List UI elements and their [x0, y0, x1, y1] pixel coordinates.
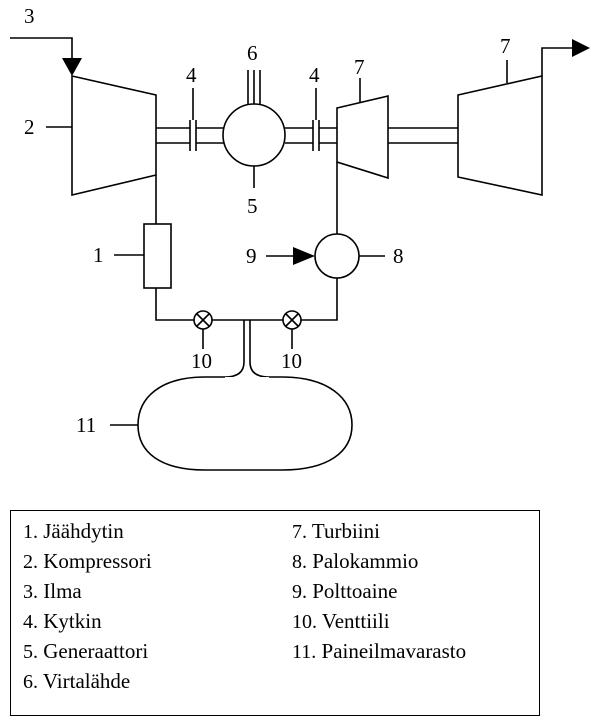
- air-inlet-arrow: [62, 58, 82, 76]
- legend-item-9: 9. Polttoaine: [292, 579, 398, 603]
- cooler: [143, 223, 172, 289]
- cooler-to-valve-1: [155, 288, 195, 321]
- turbine-1: [336, 94, 389, 180]
- storage-connection-left: [224, 320, 245, 378]
- legend-item-2: 2. Kompressori: [23, 549, 152, 573]
- valve-1-x2: [196, 313, 210, 327]
- legend: 1. Jäähdytin 2. Kompressori 3. Ilma 4. K…: [10, 510, 540, 716]
- exhaust-line: [541, 47, 574, 76]
- fuel-arrow: [293, 247, 315, 265]
- label-9: 9: [246, 244, 257, 268]
- legend-item-6: 6. Virtalähde: [23, 669, 131, 693]
- compressor: [71, 74, 157, 197]
- compressed-air-storage: [137, 376, 353, 471]
- label-6: 6: [247, 41, 258, 65]
- label-7a: 7: [354, 55, 365, 79]
- legend-item-11: 11. Paineilmavarasto: [292, 639, 467, 663]
- label-3: 3: [24, 4, 35, 28]
- legend-item-7: 7. Turbiini: [292, 519, 380, 543]
- label-7b: 7: [500, 34, 511, 58]
- legend-item-10: 10. Venttiili: [292, 609, 390, 633]
- legend-item-4: 4. Kytkin: [23, 609, 102, 633]
- legend-item-5: 5. Generaattori: [23, 639, 149, 663]
- label-10a: 10: [191, 349, 212, 373]
- label-2: 2: [24, 115, 35, 139]
- label-8: 8: [393, 244, 404, 268]
- legend-item-1: 1. Jäähdytin: [23, 519, 124, 543]
- label-11: 11: [76, 413, 96, 437]
- generator: [222, 103, 286, 167]
- legend-item-3: 3. Ilma: [23, 579, 82, 603]
- label-10b: 10: [281, 349, 302, 373]
- valve-2-x2: [285, 313, 299, 327]
- legend-column-2: 7. Turbiini 8. Palokammio 9. Polttoaine …: [292, 517, 466, 667]
- combustion-chamber: [314, 233, 360, 279]
- label-4a: 4: [186, 63, 197, 87]
- legend-column-1: 1. Jäähdytin 2. Kompressori 3. Ilma 4. K…: [23, 517, 152, 697]
- exhaust-arrow: [572, 39, 590, 57]
- legend-item-8: 8. Palokammio: [292, 549, 419, 573]
- air-inlet-line: [10, 37, 73, 60]
- turbine-2: [457, 74, 543, 196]
- label-5: 5: [247, 194, 258, 218]
- label-4b: 4: [309, 63, 320, 87]
- valve-2-to-combustor: [301, 278, 338, 321]
- label-1: 1: [93, 243, 104, 267]
- storage-connection-right: [249, 320, 270, 378]
